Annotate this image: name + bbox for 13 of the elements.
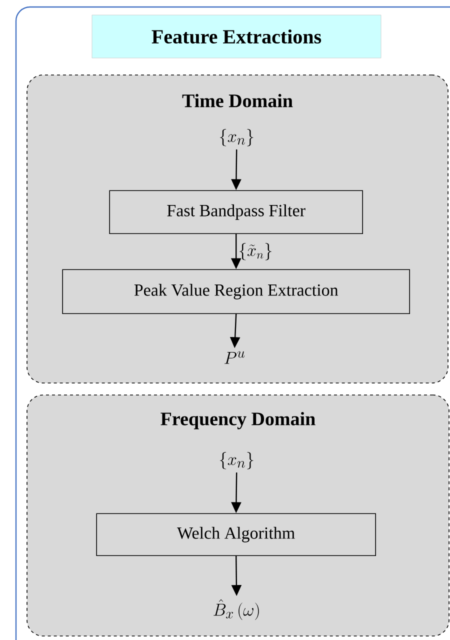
panel-heading: Time Domain	[182, 94, 293, 108]
edge-label: $\left\{\tilde{x}_n\right\}$	[240, 242, 272, 260]
signal-formula: $\left\{x_n\right\}$	[220, 128, 254, 146]
process-box: Welch Algorithm	[96, 513, 376, 556]
signal-formula: $\hat{B}_x\left(\omega\right)$	[214, 599, 259, 620]
process-box: Fast Bandpass Filter	[109, 190, 363, 234]
title-box: Feature Extractions	[92, 14, 382, 58]
domain-panel	[26, 394, 450, 636]
signal-formula: $\left\{x_n\right\}$	[220, 452, 254, 470]
signal-formula: $P^u$	[224, 351, 245, 364]
process-box: Peak Value Region Extraction	[62, 269, 410, 314]
domain-panel	[26, 74, 448, 384]
panel-heading: Frequency Domain	[160, 412, 316, 430]
